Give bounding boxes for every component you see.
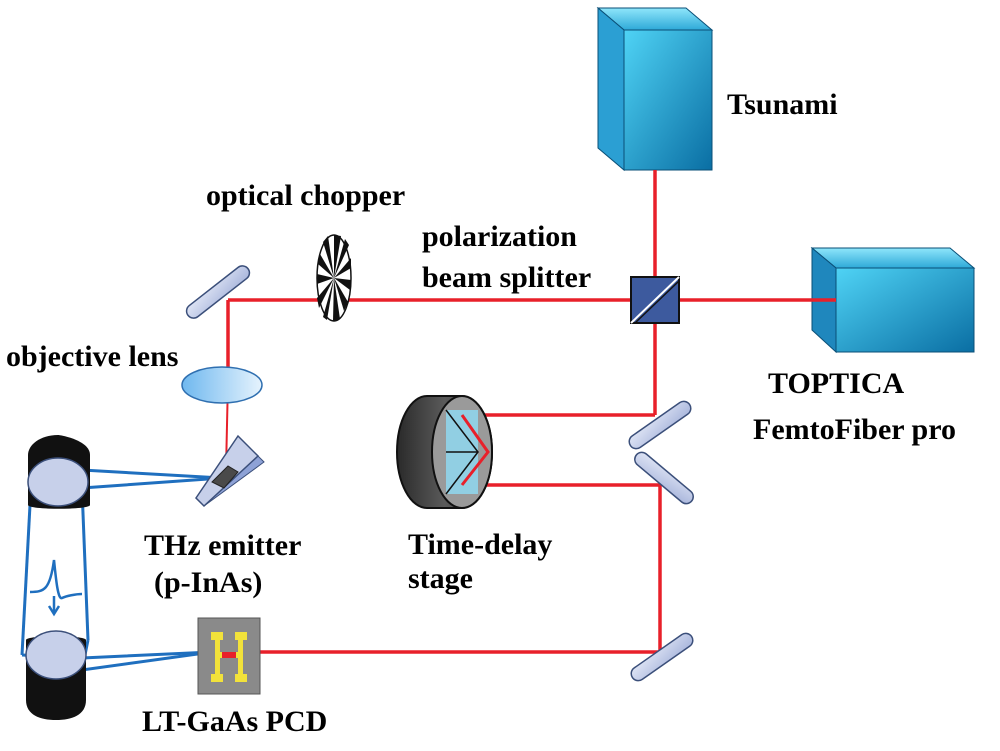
mirror-right-middle xyxy=(634,451,694,505)
thz-emitter-label-line1: THz emitter xyxy=(144,529,301,562)
polarization-label-line2: beam splitter xyxy=(422,261,591,294)
beam-delay-stage-loop xyxy=(258,413,662,654)
objective-lens-label: objective lens xyxy=(6,340,178,373)
optical-chopper xyxy=(316,234,352,322)
time-delay-label-line1: Time-delay xyxy=(408,528,552,561)
time-delay-stage xyxy=(396,395,493,509)
tsunami-box-face xyxy=(623,29,713,171)
toptica-label-line1: TOPTICA xyxy=(768,367,904,400)
pcd-detector xyxy=(197,617,261,695)
beam-in-delay-stage xyxy=(460,414,490,486)
pcd-label: LT-GaAs PCD xyxy=(142,705,327,738)
mirror-right-upper xyxy=(628,400,692,450)
polarization-label-line1: polarization xyxy=(422,220,577,253)
toptica-laser-box xyxy=(810,246,976,354)
chopper-blades xyxy=(317,235,351,321)
parabolic-mirror-upper xyxy=(27,435,90,509)
optical-chopper-label: optical chopper xyxy=(206,179,405,212)
toptica-box-face xyxy=(835,267,975,353)
mirror-right-lower xyxy=(630,632,694,682)
parabolic-mirror-lower xyxy=(25,630,87,720)
tsunami-label: Tsunami xyxy=(727,88,838,121)
thz-pulse-waveform xyxy=(29,559,83,617)
tsunami-box-front xyxy=(597,6,625,172)
objective-lens xyxy=(181,366,263,404)
tsunami-laser-box xyxy=(596,6,714,172)
toptica-box-top xyxy=(810,247,976,269)
thz-emitter-label-line2: (p-InAs) xyxy=(154,566,262,599)
thz-emitter xyxy=(195,434,265,508)
toptica-label-line2: FemtoFiber pro xyxy=(753,413,956,446)
emitter-crystal xyxy=(211,465,239,489)
time-delay-label-line2: stage xyxy=(408,562,473,595)
polarization-beam-splitter xyxy=(630,276,680,324)
mirror-top-left xyxy=(185,265,251,319)
